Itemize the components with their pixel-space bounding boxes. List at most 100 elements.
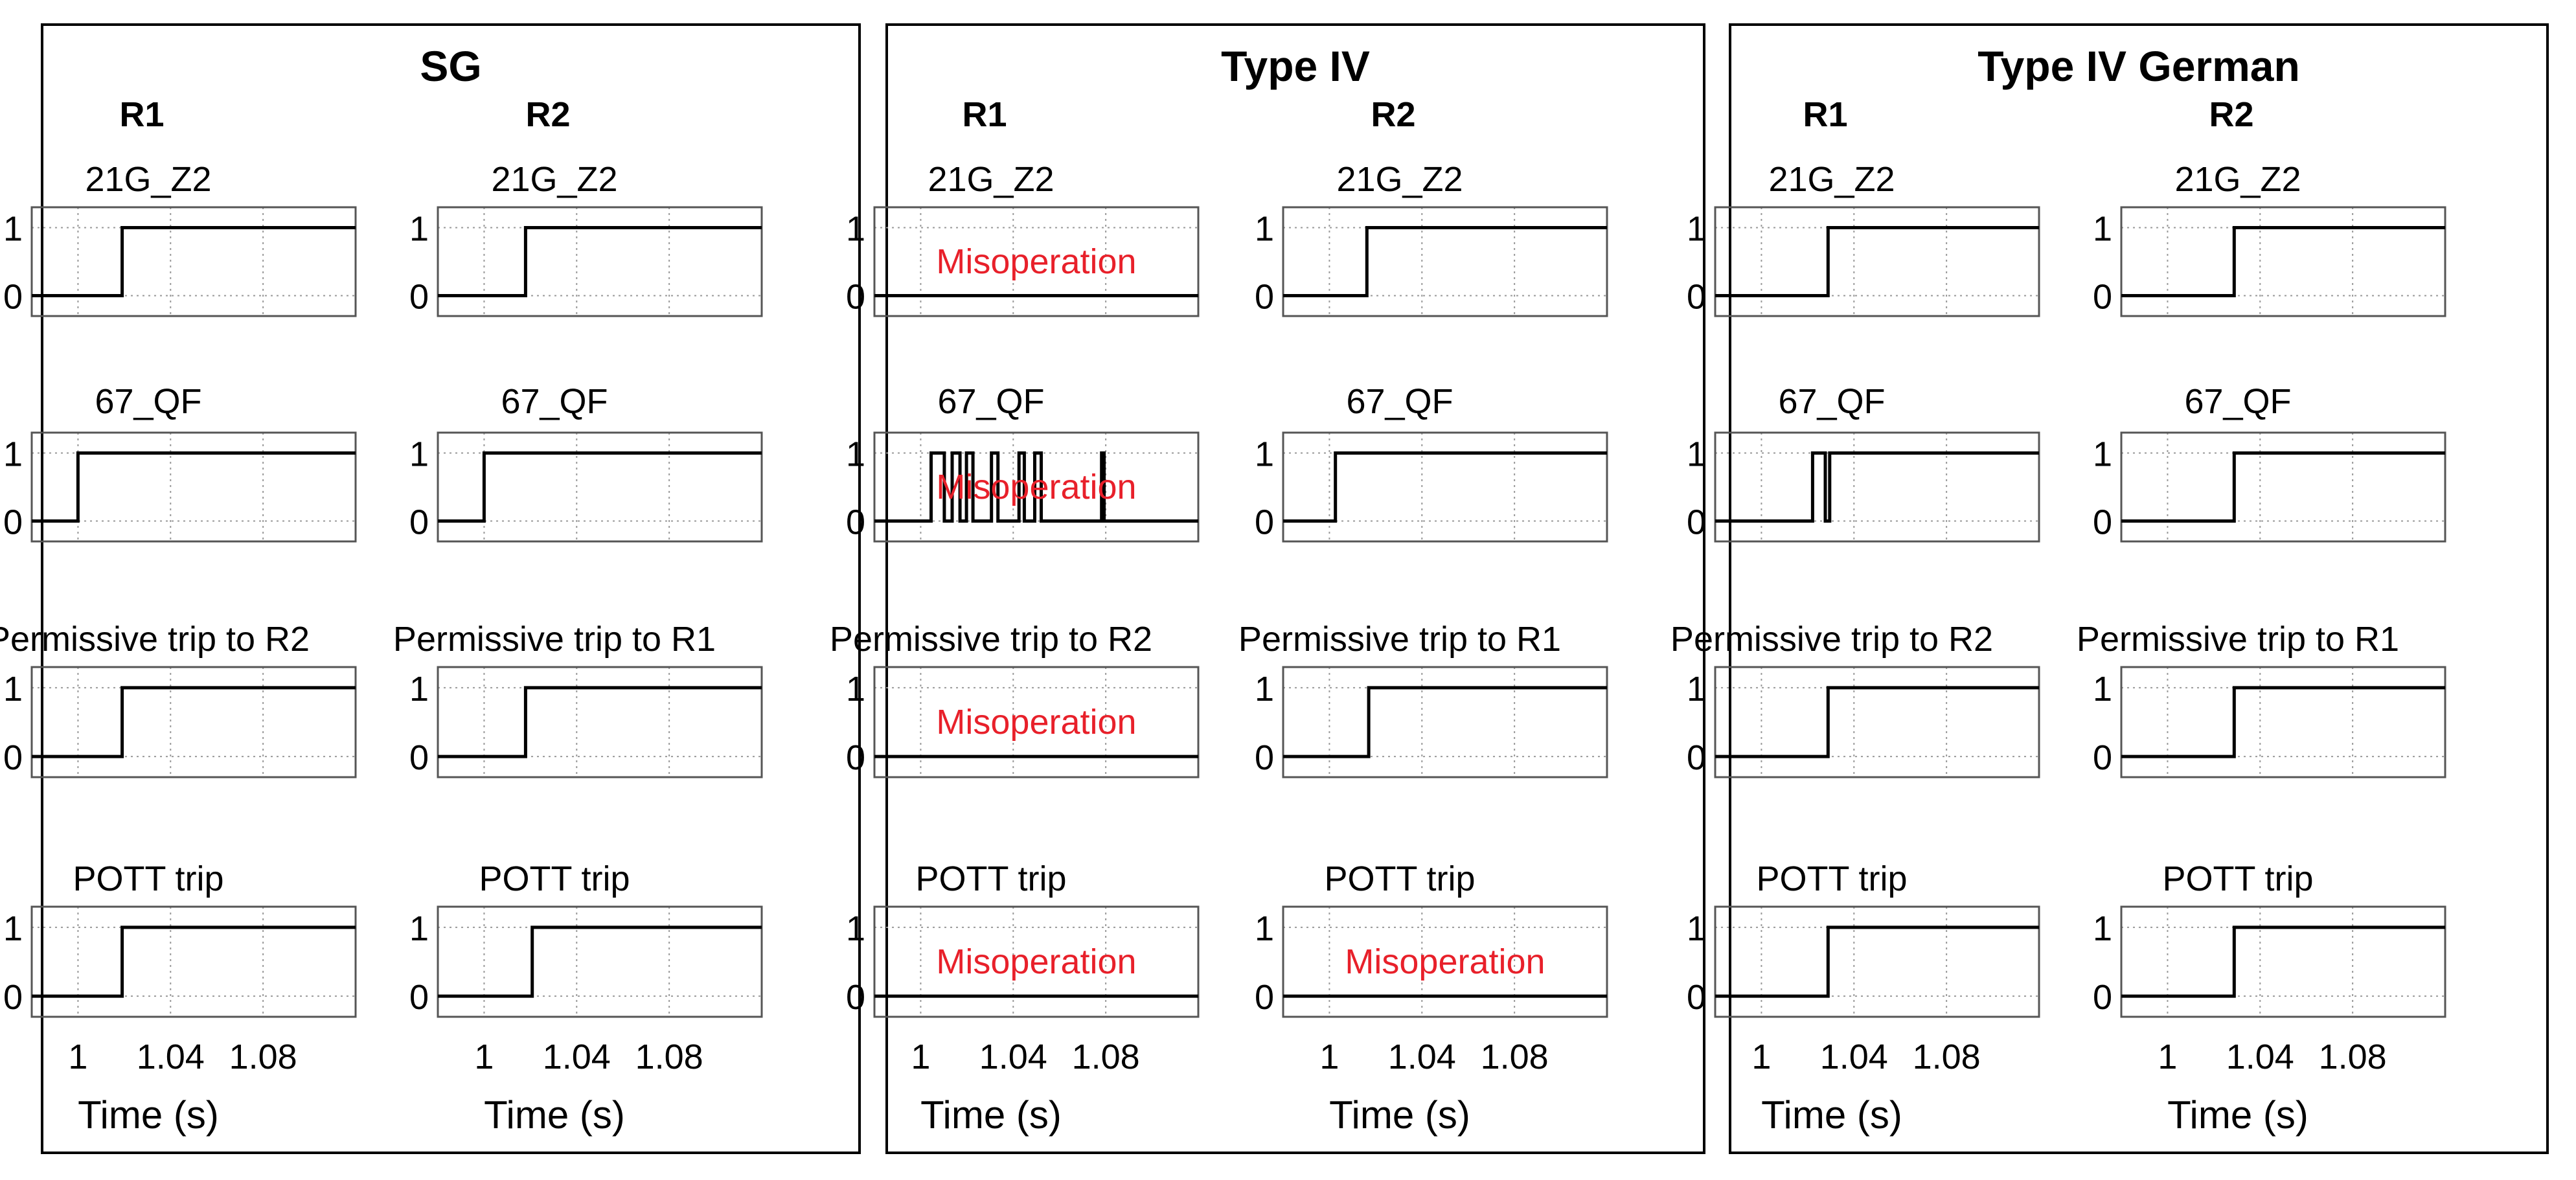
- x-axis-label: Time (s): [78, 1093, 219, 1137]
- plot-frame: [2120, 431, 2446, 543]
- panel-3: Type IV GermanR121G_Z20167_QF01Permissiv…: [1670, 23, 2549, 1154]
- y-tick-label: 1: [3, 435, 23, 474]
- plot-frame: [437, 905, 763, 1018]
- signal-label: POTT trip: [73, 859, 223, 898]
- x-tick-label: 1.08: [1072, 1038, 1140, 1076]
- x-tick-label: 1: [474, 1038, 494, 1076]
- plot-frame: [1282, 905, 1608, 1018]
- signal-plot: 21G_Z2 0 1: [2093, 160, 2446, 317]
- misoperation-annotation: Misoperation: [936, 703, 1136, 742]
- y-tick-label: 1: [1255, 210, 1274, 249]
- x-tick-label: 1.04: [543, 1038, 611, 1076]
- x-tick-label: 1.08: [229, 1038, 297, 1076]
- y-tick-label: 1: [1687, 670, 1706, 709]
- signal-trace: [2121, 451, 2445, 523]
- signal-label: Permissive trip to R2: [830, 620, 1152, 659]
- y-tick-label: 0: [3, 278, 23, 317]
- y-tick-label: 1: [409, 670, 429, 709]
- y-tick-label: 0: [1687, 278, 1706, 317]
- signal-label: 21G_Z2: [85, 160, 211, 199]
- plot-frame: [1282, 431, 1608, 543]
- x-axis-label: Time (s): [1761, 1093, 1902, 1137]
- signal-label: POTT trip: [479, 859, 630, 898]
- signal-trace: [2121, 226, 2445, 297]
- signal-label: POTT trip: [1324, 859, 1475, 898]
- y-tick-label: 1: [846, 909, 865, 948]
- relay-label: R1: [962, 95, 1007, 134]
- x-tick-label: 1: [68, 1038, 87, 1076]
- misoperation-annotation: Misoperation: [936, 242, 1136, 281]
- x-axis-label: Time (s): [2167, 1093, 2308, 1137]
- plot-frame: [30, 431, 357, 543]
- plot-frame: [2120, 905, 2446, 1018]
- plot-frame: [873, 206, 1200, 317]
- signal-trace: [438, 226, 762, 297]
- y-tick-label: 0: [1255, 738, 1274, 777]
- y-tick-label: 1: [846, 435, 865, 474]
- panel-frame: [1729, 23, 2549, 1154]
- x-tick-label: 1.04: [2226, 1038, 2294, 1076]
- relay-label: R2: [2209, 95, 2253, 134]
- signal-label: 21G_Z2: [928, 160, 1054, 199]
- relay-label: R1: [1803, 95, 1847, 134]
- x-tick-label: 1.04: [1388, 1038, 1456, 1076]
- y-tick-label: 0: [409, 503, 429, 542]
- x-tick-label: 1: [1319, 1038, 1339, 1076]
- y-tick-label: 1: [1687, 210, 1706, 249]
- plot-frame: [2120, 666, 2446, 778]
- panel-title: SG: [420, 42, 481, 90]
- misoperation-annotation: Misoperation: [936, 468, 1136, 506]
- signal-label: 21G_Z2: [2174, 160, 2301, 199]
- x-tick-label: 1.08: [1913, 1038, 1981, 1076]
- signal-label: 21G_Z2: [491, 160, 617, 199]
- plot-frame: [1282, 666, 1608, 778]
- signal-label: 67_QF: [501, 382, 608, 421]
- y-tick-label: 0: [1255, 978, 1274, 1017]
- signal-trace: [438, 925, 762, 998]
- x-tick-label: 1.08: [635, 1038, 703, 1076]
- x-tick-label: 1: [911, 1038, 930, 1076]
- x-axis-label: Time (s): [1329, 1093, 1470, 1137]
- signal-label: 21G_Z2: [1336, 160, 1463, 199]
- panel-frame: [885, 23, 1705, 1154]
- y-tick-label: 1: [1255, 435, 1274, 474]
- y-tick-label: 1: [2093, 909, 2112, 948]
- y-tick-label: 1: [409, 909, 429, 948]
- y-tick-label: 1: [2093, 210, 2112, 249]
- panel-2: Type IVR121G_Z201Misoperation67_QF01Miso…: [830, 23, 1705, 1154]
- y-tick-label: 1: [1687, 435, 1706, 474]
- signal-label: Permissive trip to R1: [2077, 620, 2399, 659]
- y-tick-label: 0: [2093, 278, 2112, 317]
- y-tick-label: 1: [2093, 670, 2112, 709]
- y-tick-label: 1: [1687, 909, 1706, 948]
- plot-frame: [873, 905, 1200, 1018]
- signal-trace: [438, 686, 762, 758]
- x-tick-label: 1.04: [979, 1038, 1047, 1076]
- plot-frame: [30, 206, 357, 317]
- y-tick-label: 1: [409, 210, 429, 249]
- plot-frame: [2120, 206, 2446, 317]
- signal-trace: [2121, 925, 2445, 998]
- signal-label: Permissive trip to R2: [0, 620, 310, 659]
- y-tick-label: 0: [1687, 503, 1706, 542]
- x-tick-label: 1.04: [1820, 1038, 1888, 1076]
- x-tick-label: 1: [1751, 1038, 1771, 1076]
- y-tick-label: 1: [3, 670, 23, 709]
- signal-label: 67_QF: [2184, 382, 2291, 421]
- signal-label: 21G_Z2: [1768, 160, 1895, 199]
- y-tick-label: 1: [3, 909, 23, 948]
- misoperation-annotation: Misoperation: [1345, 942, 1545, 981]
